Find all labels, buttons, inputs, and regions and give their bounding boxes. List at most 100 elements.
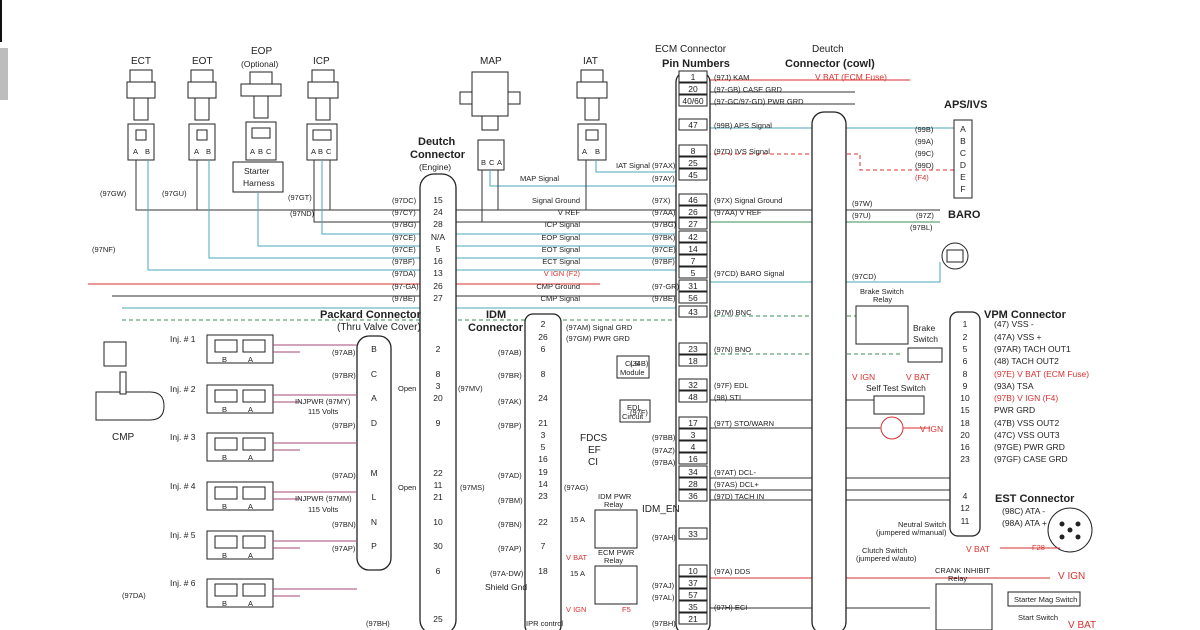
est-connector: EST Connector (98C) ATA - (98A) ATA + Ne… [876,493,1093,554]
iat-signal-label: IAT Signal (97AX) [616,161,676,170]
engine-pin: 20 [433,393,443,403]
module-cls: CLS Module EDL Circuit FDCS EF CI [580,355,651,468]
aps-pin: F [960,184,965,194]
idm-pin: 19 [538,467,548,477]
vbat-label: V BAT [566,553,588,562]
ecm-pin-box [678,527,708,540]
ecm-pwr-label: Relay [604,556,623,565]
starter-mag-box [1007,591,1081,607]
ecm-pin: 56 [688,293,698,303]
wire-tag: (97MS) [460,483,485,492]
ecm-signal: (97-GC/97-GD) PWR GRD [714,97,804,106]
idm-pin: 16 [538,454,548,464]
ecm-signal: (97-GB) CASE GRD [714,85,783,94]
aps-pin: A [960,124,966,134]
vpm-signal: (97B) V IGN (F4) [994,393,1058,403]
vpm-pin: 10 [960,393,970,403]
ecm-pin: 4 [691,442,696,452]
wire-tag: (97BR) [332,371,356,380]
injector-label: Inj. # 1 [170,334,196,344]
scrollbar-thumb[interactable] [0,48,8,100]
engine-pin: 28 [433,219,443,229]
cmp-sensor: CMP [95,341,165,443]
idm-p26-label: (97GM) PWR GRD [566,334,630,343]
est-title: EST Connector [995,493,1075,505]
ecm-pin: 34 [688,467,698,477]
ecm-pin-box [678,416,708,429]
ecm-pin-box [678,242,708,255]
ecm-pin-box [678,305,708,318]
vpm-signal: (47A) VSS + [994,332,1042,342]
ecm-pin: 7 [691,256,696,266]
ecm-pin: 47 [688,120,698,130]
engine-pin: 8 [436,369,441,379]
ecm-pin: 45 [688,170,698,180]
packard-pin: C [371,369,377,379]
engine-signal: ICP Signal [545,220,581,229]
clutch-switch-label: Clutch Switch [862,546,907,555]
wire-tag: (97-GA) [392,282,419,291]
wire-tag: (97BH) [652,619,676,628]
vpm-connector: VPM Connector 1(47) VSS -2(47A) VSS +5(9… [949,309,1089,537]
brake-switch-area: Brake Switch Relay Brake Switch V IGN V … [852,287,943,440]
packard-pin: L [372,492,377,502]
ecm-pin: 40/60 [682,96,704,106]
icp-label: ICP [313,56,330,67]
wire-tag: (97AK) [498,397,522,406]
ecm-signal: (97N) BNO [714,345,751,354]
wire-tag: (97NF) [92,245,116,254]
wire-tag: (99A) [915,137,934,146]
wire-tag: (99C) [915,149,934,158]
ecm-pin-box [678,156,708,169]
ecm-pin-box [678,144,708,157]
ecm-pin-box [678,440,708,453]
pin-label: A [311,147,316,156]
idm-pwr-label: Relay [604,500,623,509]
wire-tag: (97AZ) [652,446,675,455]
ecm-pin: 43 [688,307,698,317]
idm-pwr-relay: IDM PWR Relay IDM_EN 15 A V BAT ECM PWR … [566,492,680,614]
vpm-title: VPM Connector [984,309,1067,321]
self-test-label: Self Test Switch [866,383,926,393]
idm-en-label: IDM_EN [642,504,680,515]
open-label: Open [398,384,416,393]
wire-tag: (97CE) [392,245,416,254]
inj-pin: B [222,453,227,462]
ecm-signal: (97H) ECI [714,603,747,612]
pin-label: B [145,147,150,156]
engine-pin: 11 [434,480,443,490]
idm-pin: 14 [538,479,548,489]
sensor-icp: ICP A B C [306,56,339,161]
ecm-pin: 17 [688,418,698,428]
idm-pin: 8 [541,369,546,379]
deutch-engine-title: Deutch [418,136,456,148]
inj-pin: A [248,453,253,462]
ecm-pin-box [678,217,708,230]
wire-tag: (97BG) [652,220,677,229]
pin-label: B [481,158,486,167]
idm-p2-label: (97AM) Signal GRD [566,323,633,332]
inj-pin: A [248,599,253,608]
wire-tag: (97BF) [652,257,675,266]
wire-tag: (97BM) [498,496,523,505]
ecm-pin-box [678,390,708,403]
engine-signal: V REF [558,208,581,217]
cmp-label: CMP [112,432,135,443]
engine-pin: 6 [436,566,441,576]
vpm-pin: 20 [960,430,970,440]
ecm-pin-box [678,205,708,218]
ecm-pin: 46 [688,195,698,205]
sensor-map: MAP B C A [459,56,521,171]
vpm-pin: 18 [960,418,970,428]
fdcs-label: FDCS [580,433,608,444]
edl-label: Circuit [622,412,644,421]
wire-tag: (97BB) [652,433,676,442]
brake-switch-label: Switch [913,334,938,344]
vpm-pin: 12 [960,503,970,513]
ecm-pin-box [678,70,708,83]
start-switch-label: Start Switch [1018,613,1058,622]
